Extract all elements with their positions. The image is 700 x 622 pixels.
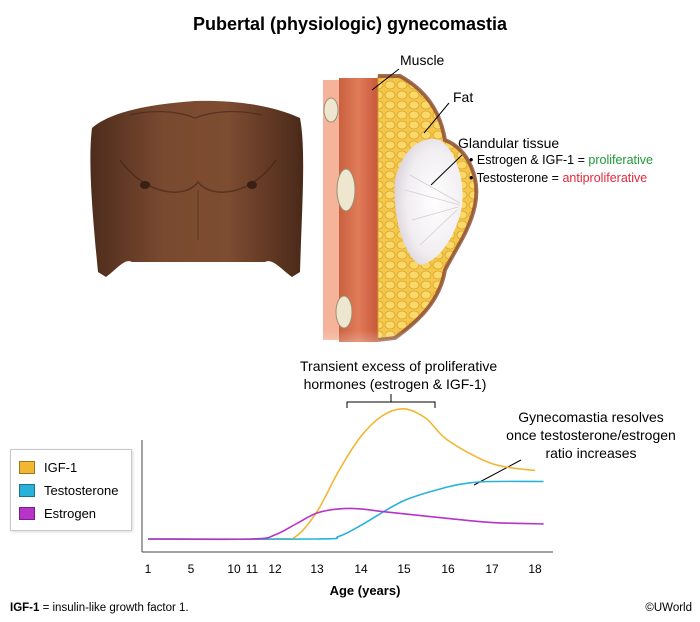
footnote-abbr: IGF-1 — [10, 602, 40, 614]
legend-swatch-igf1 — [19, 460, 35, 474]
legend-label-testosterone: Testosterone — [44, 482, 119, 498]
glandular-tissue-label: Glandular tissue — [458, 135, 560, 151]
muscle-label: Muscle — [400, 52, 445, 68]
legend-item-estrogen: Estrogen — [19, 504, 96, 522]
glandular-leader — [430, 154, 463, 186]
copyright: ©UWorld — [645, 602, 692, 614]
transient-bracket — [346, 394, 436, 408]
figure-title: Pubertal (physiologic) gynecomastia — [192, 14, 508, 34]
estrogen-igf1-bullet: • Estrogen & IGF-1 = proliferative — [469, 153, 653, 167]
transient-line-2: hormones (estrogen & IGF-1) — [303, 376, 487, 392]
hormone-chart — [141, 394, 553, 553]
fat-label: Fat — [453, 89, 474, 105]
resolves-line-1: Gynecomastia resolves — [518, 409, 664, 425]
x-tick-label: 5 — [187, 562, 195, 576]
resolves-annotation: Gynecomastia resolves once testosterone/… — [500, 408, 682, 462]
legend-swatch-estrogen — [19, 506, 35, 520]
legend-item-igf1: IGF-1 — [19, 458, 77, 476]
series-line-igf1 — [147, 407, 536, 541]
legend-label-estrogen: Estrogen — [44, 505, 97, 521]
series-line-estrogen — [147, 507, 544, 541]
torso-illustration — [90, 100, 304, 277]
resolves-line-3: ratio increases — [545, 445, 637, 461]
footnote: IGF-1 = insulin-like growth factor 1. — [10, 602, 189, 614]
muscle-leader — [371, 68, 400, 91]
antiproliferative-text: antiproliferative — [562, 171, 648, 185]
legend-swatch-testosterone — [19, 483, 35, 497]
footnote-definition: = insulin-like growth factor 1. — [39, 602, 189, 614]
x-tick-label: 12 — [268, 562, 282, 576]
bullet2-prefix: Testosterone = — [476, 171, 563, 185]
x-tick-label: 18 — [528, 562, 542, 576]
x-tick-label: 16 — [441, 562, 455, 576]
x-axis-label: Age (years) — [329, 583, 401, 598]
bullet1-prefix: Estrogen & IGF-1 = — [476, 153, 589, 167]
resolves-leader — [473, 459, 522, 486]
series-line-testosterone — [147, 480, 544, 541]
x-tick-label: 15 — [397, 562, 411, 576]
resolves-line-2: once testosterone/estrogen — [506, 427, 676, 443]
testosterone-bullet: • Testosterone = antiproliferative — [469, 171, 648, 185]
x-tick-label: 13 — [310, 562, 324, 576]
anatomy-illustration — [90, 68, 488, 380]
x-tick-label: 1 — [144, 562, 152, 576]
fat-leader — [423, 102, 450, 134]
x-tick-label: 11 — [245, 562, 259, 576]
breast-cross-section — [318, 74, 488, 380]
chart-legend: IGF-1 Testosterone Estrogen — [10, 449, 132, 531]
x-tick-label: 14 — [354, 562, 368, 576]
x-tick-label: 10 — [227, 562, 241, 576]
x-tick-label: 17 — [485, 562, 499, 576]
transient-excess-annotation: Transient excess of proliferative hormon… — [300, 357, 498, 393]
legend-label-igf1: IGF-1 — [44, 459, 78, 475]
transient-line-1: Transient excess of proliferative — [300, 358, 498, 374]
legend-item-testosterone: Testosterone — [19, 481, 118, 499]
proliferative-text: proliferative — [588, 153, 653, 167]
